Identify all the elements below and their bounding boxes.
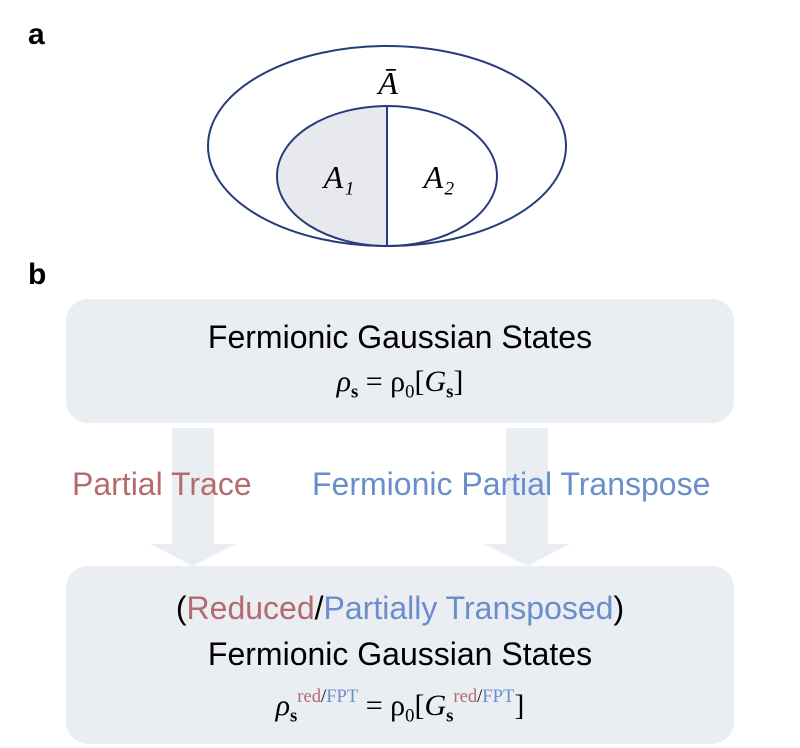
fermionic-partial-transpose-label: Fermionic Partial Transpose xyxy=(312,466,711,502)
bracket-open: [ xyxy=(414,365,425,398)
g-symbol: G xyxy=(424,689,447,723)
rho-zero-subscript: 0 xyxy=(405,705,415,727)
partially-transposed-text: Partially Transposed xyxy=(323,590,614,626)
reduced-text: Reduced xyxy=(186,590,315,626)
panel-a-label: a xyxy=(28,18,45,51)
open-paren: ( xyxy=(175,590,187,626)
bracket-close: ] xyxy=(453,365,464,398)
bracket-open: [ xyxy=(414,689,425,723)
rho-sup-fpt: FPT xyxy=(326,686,359,707)
rho-zero-subscript: 0 xyxy=(405,381,415,403)
top-box-formula: ρs = ρ0[Gs] xyxy=(66,365,734,404)
fermionic-gaussian-states-box: Fermionic Gaussian States ρs = ρ0[Gs] xyxy=(66,299,734,423)
g-symbol: G xyxy=(424,365,447,398)
panel-b-label: b xyxy=(28,258,47,291)
close-paren: ) xyxy=(613,590,625,626)
bottom-box-title: Fermionic Gaussian States xyxy=(207,636,593,672)
outer-region-label: Ā xyxy=(376,65,398,101)
bottom-box-formula: ρsred/FPT = ρ0[Gsred/FPT] xyxy=(66,686,734,728)
g-subscript: s xyxy=(446,381,454,403)
partial-trace-label: Partial Trace xyxy=(72,466,252,502)
partial-trace-arrow xyxy=(150,428,236,566)
venn-diagram: Ā A₁ A₂ xyxy=(207,45,567,247)
left-region-label: A₁ xyxy=(322,159,355,195)
equals-rho: = ρ xyxy=(358,689,406,723)
rho-sup-slash: / xyxy=(321,686,327,707)
equals-rho: = ρ xyxy=(358,365,406,398)
bottom-box-subtitle: (Reduced/Partially Transposed) xyxy=(66,590,734,627)
reduced-transposed-states-box: (Reduced/Partially Transposed) Fermionic… xyxy=(66,566,734,744)
g-sup-fpt: FPT xyxy=(482,686,515,707)
rho-subscript: s xyxy=(290,705,298,727)
rho-symbol: ρ xyxy=(275,689,291,723)
subtitle-slash: / xyxy=(314,590,324,626)
fpt-arrow xyxy=(484,428,570,566)
g-subscript: s xyxy=(446,705,454,727)
g-sup-slash: / xyxy=(477,686,483,707)
bracket-close: ] xyxy=(514,689,525,723)
rho-sup-red: red xyxy=(297,686,322,707)
top-box-title: Fermionic Gaussian States xyxy=(207,319,593,355)
rho-subscript: s xyxy=(351,381,359,403)
g-sup-red: red xyxy=(453,686,478,707)
rho-symbol: ρ xyxy=(336,365,352,398)
right-region-label: A₂ xyxy=(422,159,455,195)
